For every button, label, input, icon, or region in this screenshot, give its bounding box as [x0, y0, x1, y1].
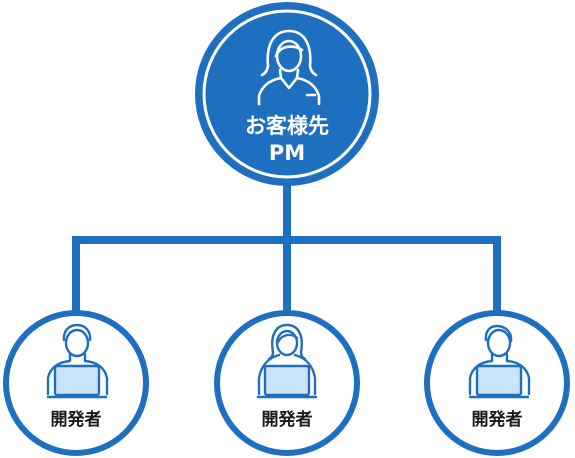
child-node-middle: [214, 310, 360, 456]
child-node-left: [3, 310, 149, 456]
top-node-subtitle: PM: [268, 141, 306, 165]
connector-lines: [72, 178, 501, 312]
child-label-right: 開発者: [471, 410, 523, 430]
woman-headset-icon: [257, 29, 321, 106]
top-node-title: お客様先: [245, 114, 329, 138]
top-node: [195, 2, 379, 186]
child-label-left: 開発者: [50, 410, 102, 430]
child-label-middle: 開発者: [261, 410, 313, 430]
woman-laptop-icon: [256, 323, 318, 399]
man-laptop-icon: [46, 323, 109, 399]
man-laptop-icon: [468, 324, 531, 399]
child-node-right: [424, 310, 570, 456]
